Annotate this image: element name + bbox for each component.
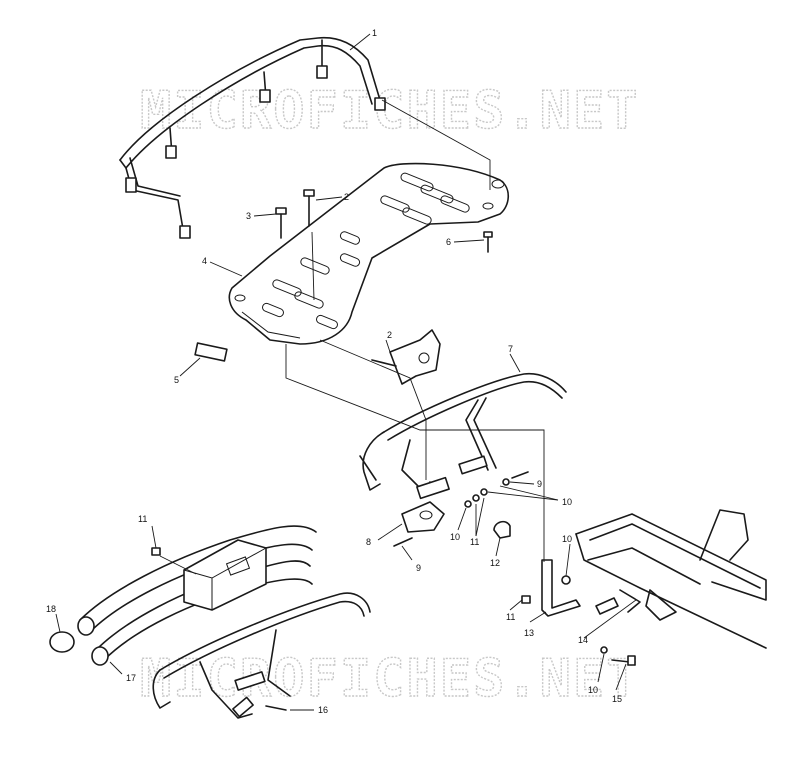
callout-2-lower: 2 [387,330,392,340]
callout-5: 5 [174,375,179,385]
callout-13: 13 [524,628,534,638]
callout-6: 6 [446,237,451,247]
callout-8: 8 [366,537,371,547]
callout-16: 16 [318,705,328,715]
part-frame-bracket [541,559,581,617]
callout-labels: 1 2 3 4 5 6 7 2 8 9 9 10 10 10 10 11 11 … [46,28,622,715]
callout-10-frame: 10 [562,534,572,544]
part-washers [151,471,608,654]
callout-10-right: 10 [562,497,572,507]
callout-11-mid: 11 [470,537,479,547]
part-reflector [194,342,228,362]
callout-18: 18 [46,604,56,614]
part-side-bracket [393,501,511,547]
callout-12: 12 [490,558,500,568]
callout-17: 17 [126,673,136,683]
callout-10-mid: 10 [450,532,460,542]
callout-14: 14 [578,635,588,645]
part-rack-plate [228,162,510,345]
callout-11-bracket: 11 [506,612,515,622]
callout-11-bumper: 11 [138,514,147,524]
callout-9-upper: 9 [537,479,542,489]
part-lower-bumper [152,592,371,719]
callout-4: 4 [202,256,207,266]
part-rack-tube [119,36,386,239]
callout-2-upper: 2 [344,192,349,202]
callout-15: 15 [612,694,622,704]
callout-3: 3 [246,211,251,221]
watermark-bottom: MICROFICHES.NET [140,649,640,709]
rack-plate-slots [234,172,505,330]
watermark-top: MICROFICHES.NET [140,81,640,141]
callout-10-bottom: 10 [588,685,598,695]
part-bolts-top [275,189,493,253]
part-frame [575,509,767,649]
part-lower-rack-tube [359,372,567,500]
callout-7: 7 [508,344,513,354]
part-bumper-tube [49,525,317,666]
callout-9-lower: 9 [416,563,421,573]
part-frame-fasteners [611,655,636,666]
part-mount-bracket [371,329,441,385]
leader-lines [55,33,637,711]
callout-1: 1 [372,28,377,38]
